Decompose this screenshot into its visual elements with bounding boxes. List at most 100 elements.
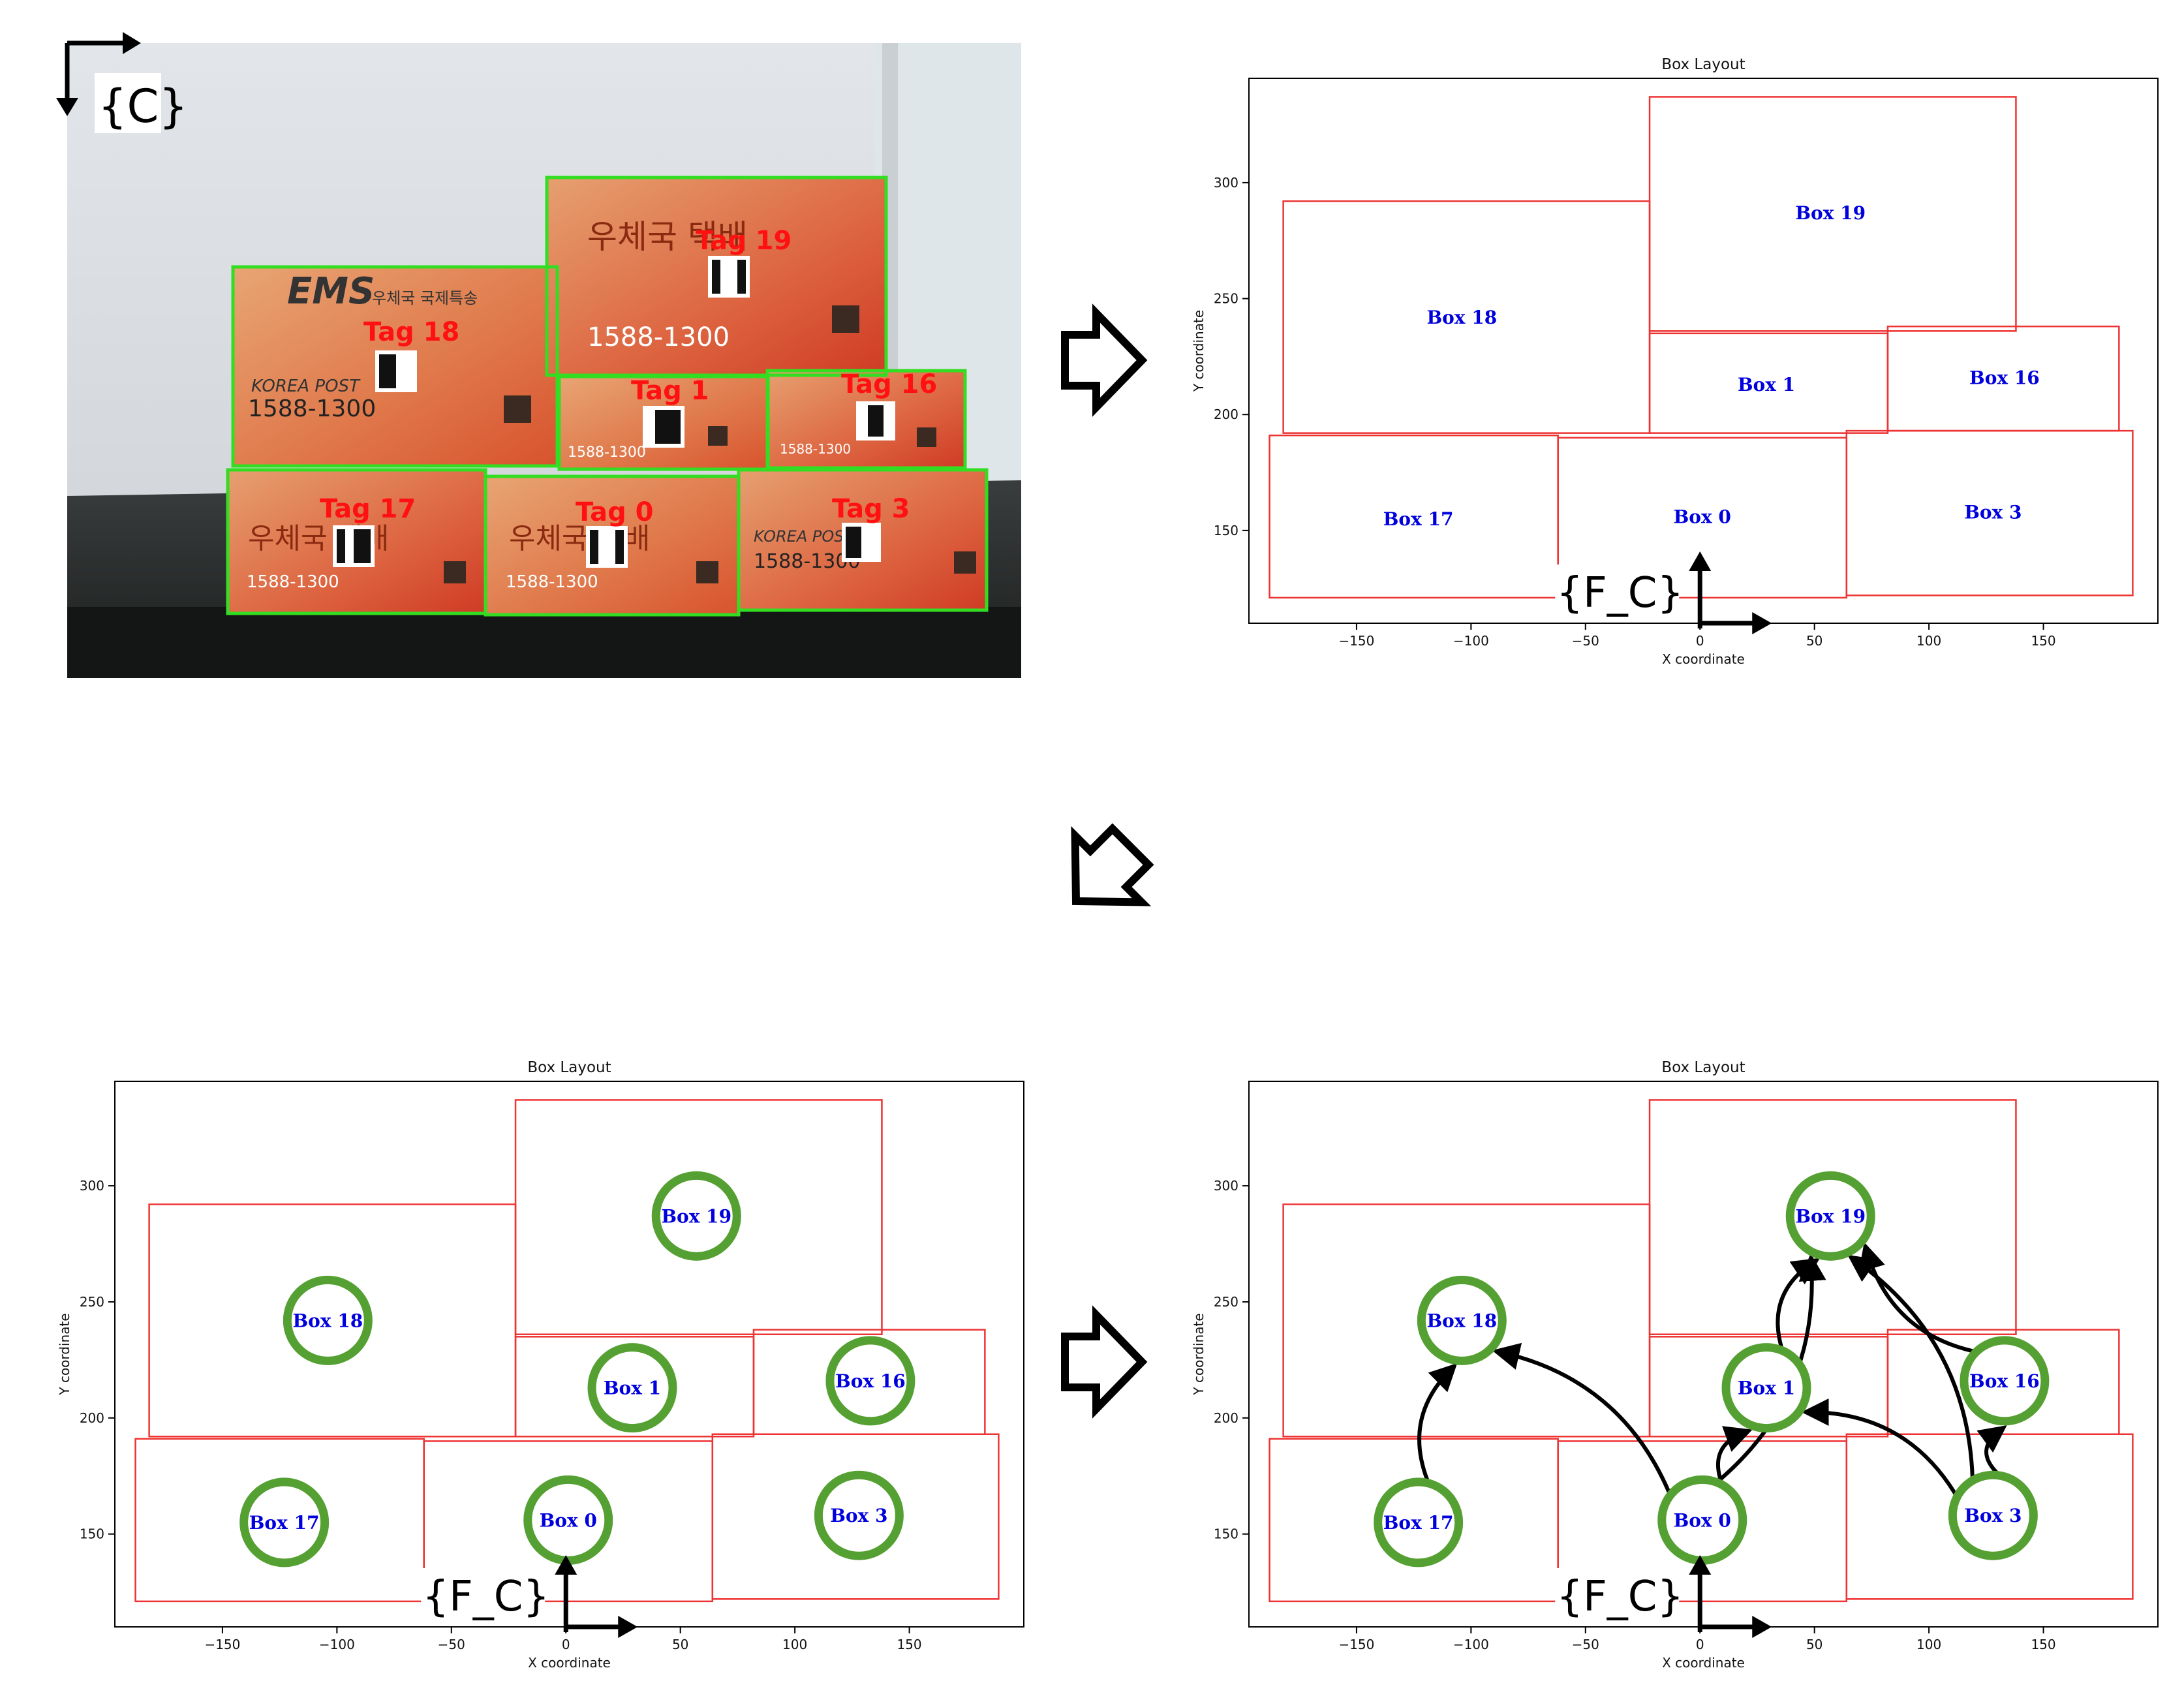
aruco-marker-cell bbox=[405, 371, 413, 380]
box-label: Box 16 bbox=[835, 1370, 906, 1392]
graph-node-ring bbox=[1417, 1275, 1507, 1365]
aruco-marker-cell bbox=[869, 534, 877, 542]
x-tick-label: −150 bbox=[1338, 1637, 1374, 1652]
qr-code-16 bbox=[917, 427, 936, 447]
ems-logo: EMS bbox=[287, 270, 375, 313]
frame-axis-x-arrow-icon bbox=[1752, 1616, 1772, 1638]
graph-edge-arrow bbox=[1715, 1426, 1753, 1482]
aruco-marker-cell bbox=[405, 354, 413, 363]
frame-axis-x-arrow-icon bbox=[618, 1616, 638, 1638]
y-tick-label: 150 bbox=[1214, 523, 1238, 538]
x-axis-label: X coordinate bbox=[1662, 651, 1745, 667]
box-outline bbox=[514, 1099, 883, 1336]
korea-post-print: KOREA POST bbox=[251, 377, 361, 396]
box-label: Box 17 bbox=[1383, 1512, 1454, 1534]
graph-edge-arrow bbox=[1801, 1398, 1958, 1496]
camera-frame-axes: {C} bbox=[56, 32, 188, 133]
aruco-marker-cell bbox=[861, 527, 869, 534]
x-tick-label: −100 bbox=[319, 1637, 355, 1652]
chart-title: Box Layout bbox=[1661, 56, 1745, 73]
detection-box-3 bbox=[737, 468, 989, 612]
x-tick-label: −50 bbox=[438, 1637, 465, 1652]
aruco-marker-cell bbox=[729, 285, 737, 294]
aruco-marker-cell bbox=[860, 421, 868, 429]
photo-boxes: EMS 우체국 국제특송 KOREA POST 1588-1300 우체국 택배… bbox=[228, 178, 987, 615]
y-tick-label: 150 bbox=[1214, 1526, 1238, 1542]
aruco-marker-cell bbox=[884, 413, 891, 421]
aruco-marker-cell bbox=[607, 530, 615, 538]
x-tick-label: 150 bbox=[2031, 633, 2055, 649]
aruco-marker-cell bbox=[647, 435, 655, 444]
frame-label-bg bbox=[1555, 1568, 1680, 1623]
aruco-marker-cell bbox=[860, 429, 868, 437]
aruco-marker-cell bbox=[869, 550, 877, 558]
x-axis-label: X coordinate bbox=[1662, 1655, 1745, 1671]
flow-arrow-right-bottom-icon bbox=[1061, 1305, 1148, 1419]
qr-code-1 bbox=[708, 426, 728, 446]
graph-node-ring bbox=[1948, 1470, 2038, 1560]
x-tick-label: −100 bbox=[1453, 1637, 1489, 1652]
x-tick-label: 0 bbox=[562, 1637, 570, 1652]
flow-arrow-down-left-icon bbox=[1071, 823, 1154, 906]
flow-arrows bbox=[1061, 303, 1154, 1419]
korean-small-print: 우체국 국제특송 bbox=[372, 289, 478, 307]
box-label: Box 3 bbox=[1964, 501, 2022, 523]
y-tick-label: 300 bbox=[1214, 1178, 1238, 1194]
phone-print-17: 1588-1300 bbox=[247, 572, 339, 592]
graph-node-ring bbox=[1960, 1336, 2050, 1426]
aruco-marker-cell bbox=[729, 260, 737, 268]
y-axis-label: Y coordinate bbox=[1191, 310, 1207, 392]
tag-label-17: Tag 17 bbox=[320, 494, 416, 524]
graph-edge-arrow bbox=[1847, 1254, 1975, 1478]
box-label: Box 3 bbox=[830, 1505, 887, 1526]
frame-axis-y-arrow-icon bbox=[1689, 551, 1712, 571]
frame-label-bg bbox=[421, 1568, 546, 1623]
frame-label-bg bbox=[1555, 564, 1680, 619]
aruco-marker-cell bbox=[396, 371, 405, 380]
aruco-marker-cell bbox=[345, 546, 354, 555]
tag-labels: Tag 18 Tag 19 Tag 1 Tag 16 Tag 17 Tag 0 … bbox=[320, 226, 937, 527]
aruco-marker-cell bbox=[647, 410, 655, 418]
graph-node-ring bbox=[587, 1343, 677, 1433]
aruco-marker-cell bbox=[396, 380, 405, 388]
aruco-marker-cell bbox=[598, 555, 607, 564]
x-tick-label: −100 bbox=[1453, 633, 1489, 649]
box-label: Box 18 bbox=[1426, 307, 1497, 328]
box-label: Box 3 bbox=[1964, 1505, 2022, 1526]
aruco-marker-cell bbox=[720, 285, 729, 294]
box-label: Box 17 bbox=[249, 1512, 320, 1534]
aruco-marker-cell bbox=[647, 418, 655, 427]
frame-axis-x-arrow-icon bbox=[1752, 612, 1772, 634]
korea-post-print-3: KOREA POST bbox=[754, 527, 855, 546]
phone-print-18: 1588-1300 bbox=[248, 395, 376, 422]
qr-code-17 bbox=[444, 561, 466, 583]
box-label: Box 16 bbox=[1969, 367, 2040, 388]
aruco-marker-cell bbox=[861, 534, 869, 542]
box-label: Box 18 bbox=[292, 1310, 363, 1331]
aruco-marker-cell bbox=[884, 429, 891, 437]
box-outline bbox=[1648, 96, 2017, 332]
detection-box-16 bbox=[765, 369, 967, 470]
x-tick-label: 150 bbox=[2031, 1637, 2055, 1652]
graph-edge-arrow bbox=[1492, 1342, 1671, 1494]
aruco-markers bbox=[333, 256, 895, 568]
y-tick-label: 200 bbox=[1214, 1410, 1238, 1426]
box-label: Box 0 bbox=[540, 1509, 597, 1531]
aruco-marker-cell bbox=[607, 538, 615, 547]
aruco-marker-cell bbox=[607, 547, 615, 555]
aruco-marker-cell bbox=[345, 529, 354, 538]
tag-label-19: Tag 19 bbox=[696, 226, 792, 256]
aruco-marker-cell bbox=[607, 555, 615, 564]
aruco-marker-cell bbox=[598, 538, 607, 547]
flow-arrow-right-icon bbox=[1061, 303, 1148, 417]
frame-label: {F_C} bbox=[1556, 569, 1684, 617]
x-tick-label: 100 bbox=[782, 1637, 807, 1652]
x-axis-label: X coordinate bbox=[528, 1655, 611, 1671]
aruco-marker-cell bbox=[647, 427, 655, 435]
phone-print-16: 1588-1300 bbox=[780, 441, 851, 457]
graph-node-ring bbox=[825, 1336, 915, 1426]
frame-axis-y-arrow-icon bbox=[1689, 1555, 1712, 1575]
